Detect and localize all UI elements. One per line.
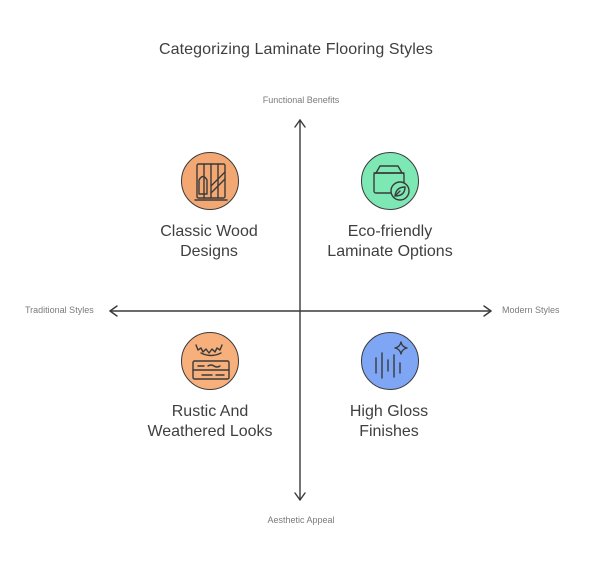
axis-label-functional-benefits: Functional Benefits xyxy=(262,95,340,105)
weathered-plank-icon xyxy=(192,344,230,380)
classic-wood-line-2: Designs xyxy=(180,243,238,260)
eco-friendly-line-1: Eco-friendly xyxy=(347,223,433,240)
arrow-right-icon xyxy=(483,305,492,317)
eco-friendly-badge xyxy=(361,152,419,210)
eco-friendly-line-2: Laminate Options xyxy=(327,243,453,260)
high-gloss-label: High Gloss Finishes xyxy=(289,402,489,442)
arrow-up-icon xyxy=(294,119,306,128)
arrow-down-icon xyxy=(294,492,306,501)
rustic-weathered-badge xyxy=(181,332,239,390)
rustic-weathered-line-1: Rustic And xyxy=(171,403,249,420)
rustic-weathered-line-2: Weathered Looks xyxy=(147,423,273,440)
high-gloss-badge xyxy=(361,332,419,390)
high-gloss-line-1: High Gloss xyxy=(349,403,429,420)
classic-wood-label: Classic Wood Designs xyxy=(109,222,309,262)
classic-wood-line-1: Classic Wood xyxy=(160,223,258,240)
axis-label-aesthetic-appeal: Aesthetic Appeal xyxy=(267,515,335,525)
diagram-title: Categorizing Laminate Flooring Styles xyxy=(158,41,434,58)
sparkle-gloss-icon xyxy=(375,341,408,379)
rustic-weathered-label: Rustic And Weathered Looks xyxy=(110,402,310,442)
axis-label-modern-styles: Modern Styles xyxy=(502,305,560,315)
classic-wood-badge xyxy=(181,152,239,210)
eco-friendly-label: Eco-friendly Laminate Options xyxy=(290,222,490,262)
eco-box-leaf-icon xyxy=(373,165,410,201)
axis-label-traditional-styles: Traditional Styles xyxy=(25,305,94,315)
high-gloss-line-2: Finishes xyxy=(359,423,419,440)
arrow-left-icon xyxy=(109,305,118,317)
wood-planks-icon xyxy=(194,163,228,201)
